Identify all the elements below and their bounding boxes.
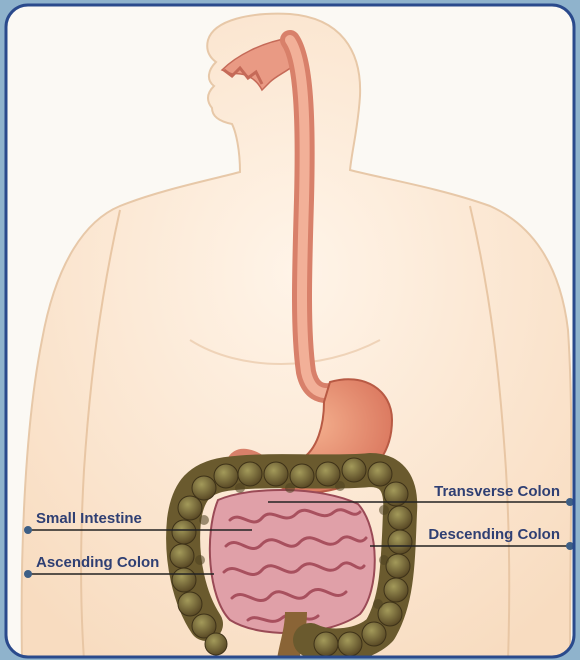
small-intestine-label: Small Intestine	[36, 510, 142, 527]
ascending-colon-label: Ascending Colon	[36, 554, 159, 571]
descending-colon-label: Descending Colon	[428, 526, 560, 543]
small-intestine-dot	[24, 526, 32, 534]
ascending-colon-dot	[24, 570, 32, 578]
transverse-colon-label: Transverse Colon	[434, 483, 560, 500]
